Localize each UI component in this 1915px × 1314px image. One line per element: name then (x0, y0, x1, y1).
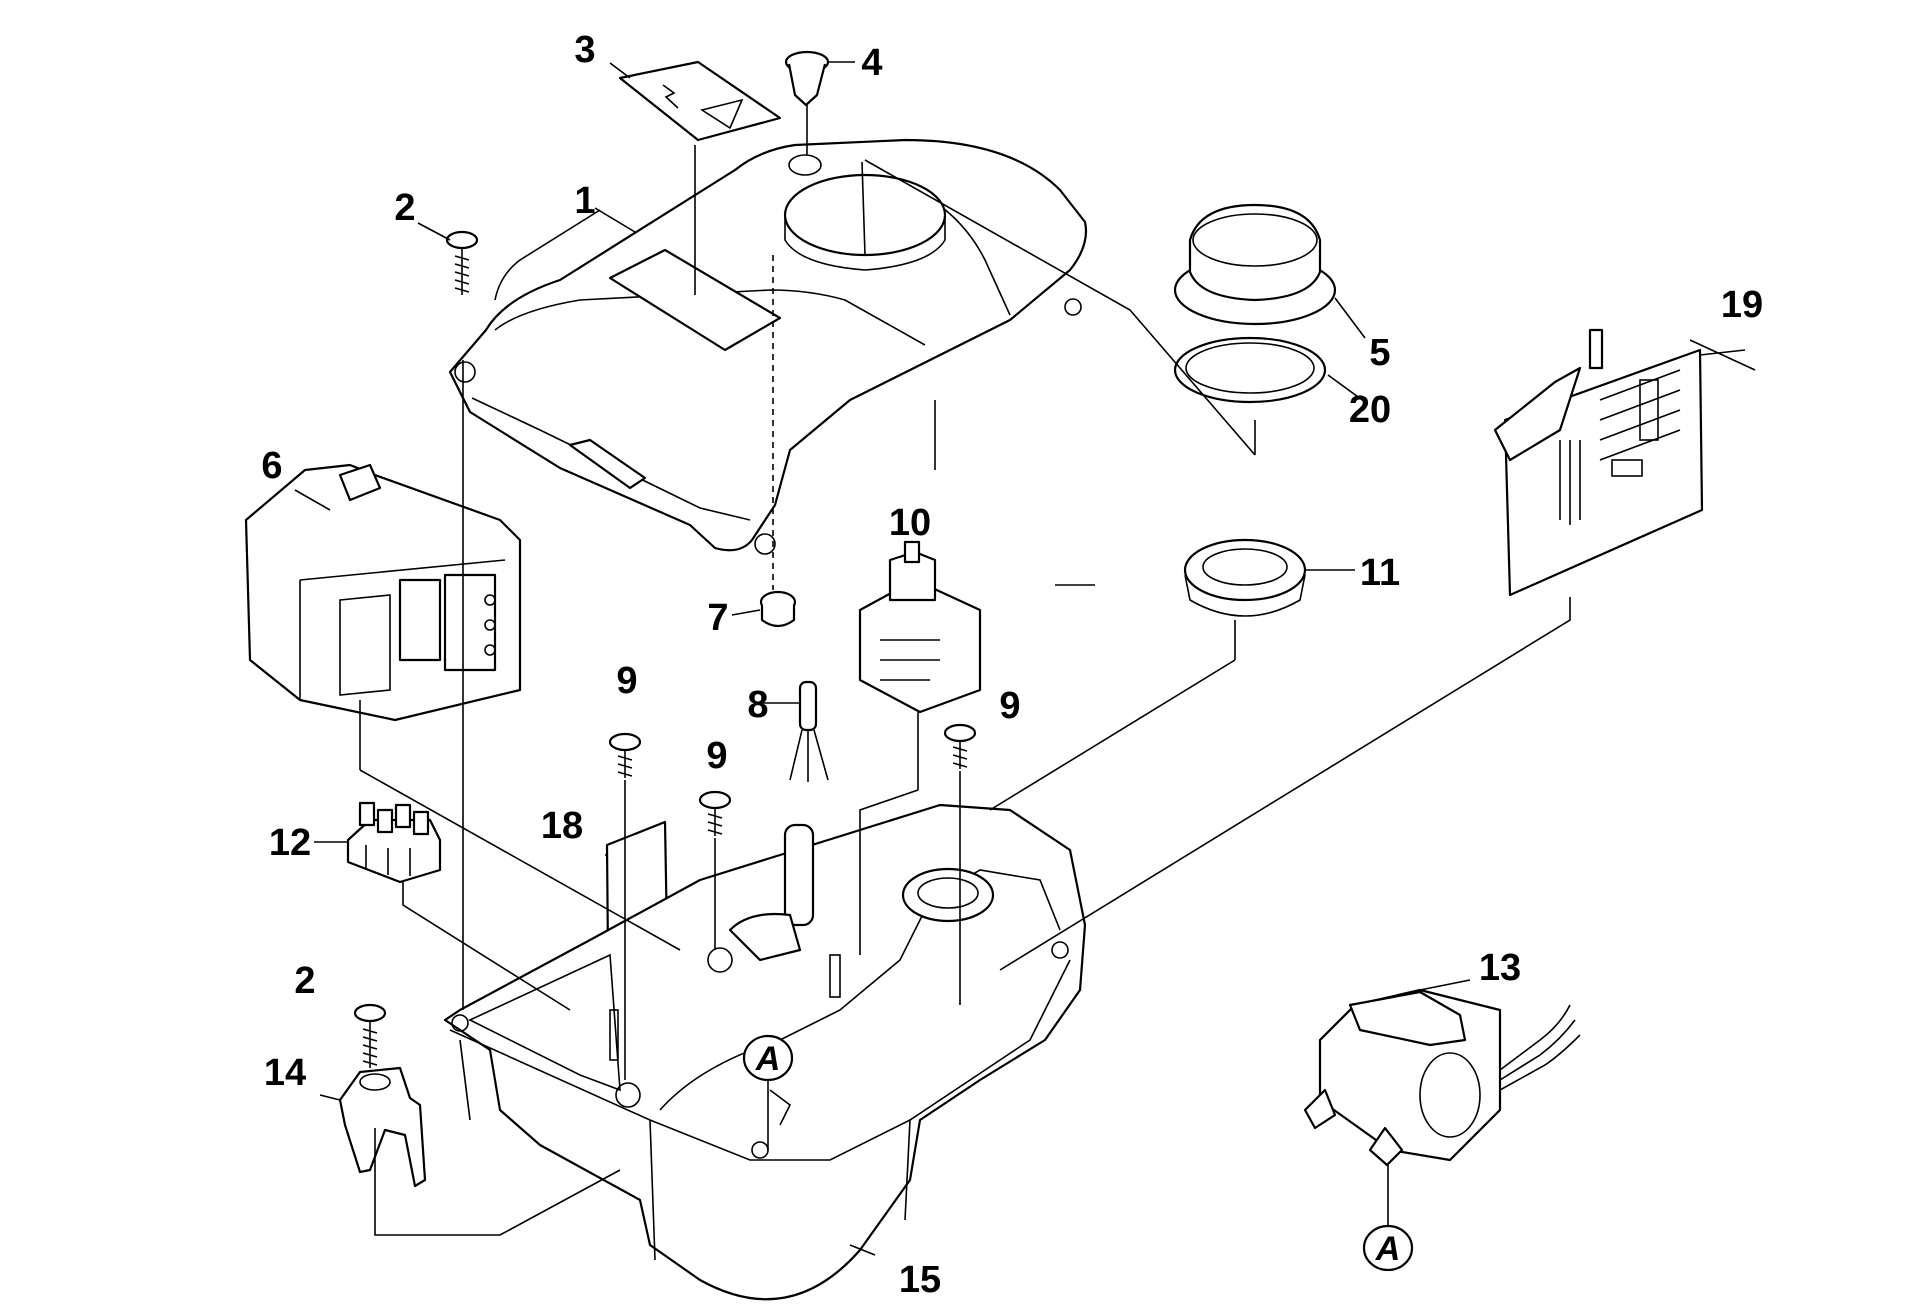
screw-9a-part (608, 732, 642, 778)
part-number-7: 7 (707, 597, 728, 639)
part-number-callouts: 1 2 2 3 4 5 6 7 8 9 9 9 10 11 12 13 14 1… (261, 29, 1763, 1301)
lightning-bolt-icon (662, 84, 679, 109)
part-number-8: 8 (747, 684, 768, 726)
contactor-part (244, 463, 522, 722)
plug-part (784, 50, 830, 107)
terminal-block-part (346, 801, 442, 884)
leader-lines (294, 61, 1756, 1256)
screw-2a-part (445, 230, 479, 295)
housing-cover (448, 138, 1088, 555)
connection-marker-a1: A (742, 1034, 794, 1082)
part-number-3: 3 (574, 29, 595, 71)
screw-9c-part (943, 723, 977, 769)
part-number-9c: 9 (999, 685, 1020, 727)
connection-marker-a2: A (1362, 1224, 1414, 1272)
part-number-11: 11 (1360, 552, 1400, 594)
connection-marker-a1-label: A (755, 1040, 781, 1078)
small-grommet-part (759, 590, 797, 628)
warning-triangle-icon (700, 98, 744, 130)
connection-marker-a2-label: A (1375, 1230, 1401, 1268)
oval-grommet-part (1183, 538, 1307, 617)
part-number-19: 19 (1721, 284, 1763, 326)
part-number-1: 1 (574, 180, 595, 222)
circuit-board-part (1493, 328, 1704, 597)
part-number-9a: 9 (616, 660, 637, 702)
part-number-20: 20 (1349, 389, 1391, 431)
warning-label (618, 60, 782, 142)
part-number-9b: 9 (706, 735, 727, 777)
part-number-12: 12 (269, 822, 311, 864)
part-number-4: 4 (861, 42, 882, 84)
knob-part (1173, 203, 1337, 326)
screw-9b-part (698, 790, 732, 836)
part-number-13: 13 (1479, 947, 1521, 989)
part-number-14: 14 (264, 1052, 306, 1094)
part-number-5: 5 (1369, 332, 1390, 374)
part-number-15: 15 (899, 1259, 941, 1301)
seal-ring-part (1173, 336, 1327, 404)
switch-part (858, 540, 982, 714)
part-number-6: 6 (261, 445, 282, 487)
bracket-part (338, 1066, 427, 1188)
part-number-18: 18 (541, 805, 583, 847)
transformer-part (1303, 988, 1581, 1167)
part-number-2a: 2 (394, 187, 415, 229)
indicator-lamp-part (789, 680, 829, 782)
part-number-10: 10 (889, 502, 931, 544)
part-number-2b: 2 (294, 960, 315, 1002)
screw-2b-part (353, 1003, 387, 1068)
